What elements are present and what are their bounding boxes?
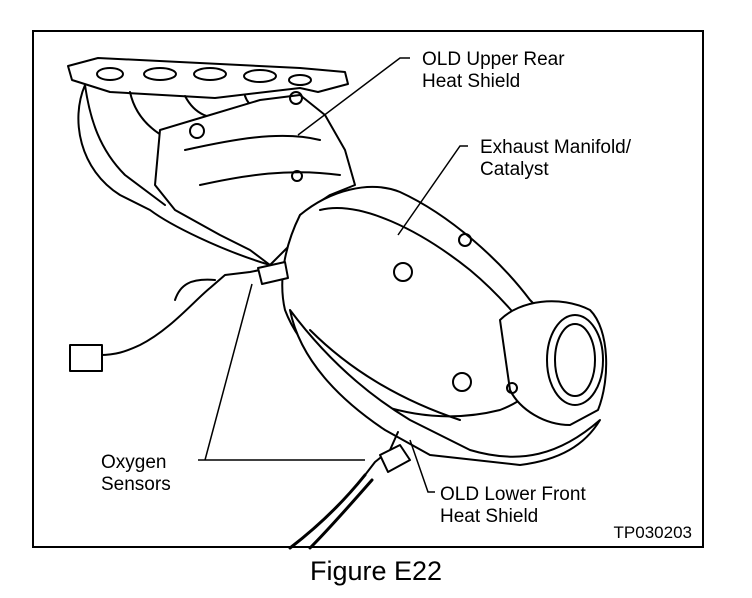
label-oxygen-sensors: Oxygen Sensors bbox=[101, 452, 171, 495]
outlet-flange bbox=[499, 300, 608, 426]
catalyst-body bbox=[281, 185, 554, 418]
label-lower-heat-shield: OLD Lower Front Heat Shield bbox=[440, 484, 586, 527]
label-exhaust-manifold: Exhaust Manifold/ Catalyst bbox=[480, 137, 632, 180]
leader-upper-heat-shield bbox=[297, 57, 410, 136]
leader-oxygen-sensors bbox=[198, 283, 365, 461]
manifold-runners bbox=[84, 84, 279, 206]
lower-heat-shield bbox=[289, 309, 601, 466]
oxygen-sensor-wire bbox=[99, 267, 271, 356]
figure-caption: Figure E22 bbox=[309, 556, 443, 586]
leader-manifold bbox=[397, 145, 468, 236]
figure-code: TP030203 bbox=[613, 523, 692, 542]
manifold-flange bbox=[67, 57, 349, 99]
label-upper-heat-shield: OLD Upper Rear Heat Shield bbox=[422, 49, 565, 92]
figure-frame bbox=[32, 30, 704, 548]
leader-lower-heat-shield bbox=[409, 439, 435, 493]
